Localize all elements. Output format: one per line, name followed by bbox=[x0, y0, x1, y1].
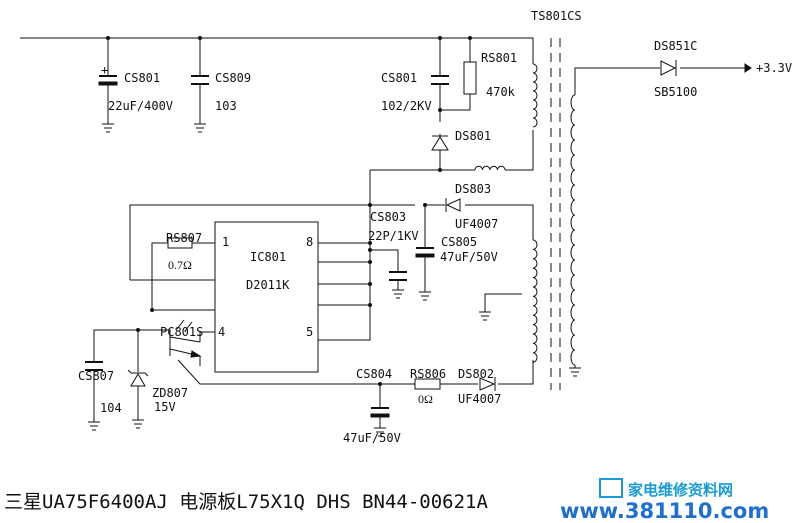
ground-icon bbox=[194, 123, 206, 133]
rs806-resistor bbox=[414, 378, 441, 390]
cs805-capacitor bbox=[415, 247, 435, 258]
transformer-core bbox=[550, 38, 561, 390]
label-cs809: CS809 bbox=[215, 71, 251, 85]
label-rs801: RS801 bbox=[481, 51, 517, 65]
label-ic801-part: D2011K bbox=[246, 278, 290, 292]
ground-icon bbox=[88, 421, 100, 431]
cs807-capacitor bbox=[85, 361, 103, 371]
watermark-logo-icon bbox=[599, 478, 623, 498]
ground-icon bbox=[569, 367, 581, 377]
ground-icon bbox=[419, 291, 431, 301]
label-pin5: 5 bbox=[306, 325, 313, 339]
label-ds801: DS801 bbox=[455, 129, 491, 143]
aux-tap-wire bbox=[484, 293, 522, 312]
opto-wire bbox=[93, 329, 215, 422]
rs807-wire bbox=[151, 242, 215, 311]
label-zd807-value: 15V bbox=[154, 400, 176, 414]
ic801-body bbox=[214, 221, 319, 373]
label-cs809-value: 103 bbox=[215, 99, 237, 113]
transformer-secondary-winding bbox=[570, 94, 576, 366]
junction-dots bbox=[106, 36, 472, 386]
label-cs801-b-value: 102/2KV bbox=[381, 99, 432, 113]
label-cs804-value: 47uF/50V bbox=[343, 431, 401, 445]
label-pin4: 4 bbox=[218, 325, 225, 339]
label-pin1: 1 bbox=[222, 235, 229, 249]
label-out-3v3: +3.3V bbox=[756, 61, 792, 75]
label-sb5100: SB5100 bbox=[654, 85, 697, 99]
top-rail-wire bbox=[20, 37, 534, 64]
label-ic801: IC801 bbox=[250, 250, 286, 264]
label-ds803: DS803 bbox=[455, 182, 491, 196]
label-pin8: 8 bbox=[306, 235, 313, 249]
label-rs801-value: 470k bbox=[486, 85, 516, 99]
ground-symbols bbox=[88, 123, 581, 437]
label-ds802: DS802 bbox=[458, 367, 494, 381]
label-cs805-value: 47uF/50V bbox=[440, 250, 498, 264]
ds803-wire bbox=[425, 204, 534, 240]
ground-icon bbox=[479, 311, 491, 321]
label-ds851c: DS851C bbox=[654, 39, 697, 53]
ground-icon bbox=[132, 419, 144, 429]
label-cs807-value: 104 bbox=[100, 401, 122, 415]
ds801-diode bbox=[431, 135, 449, 151]
rs801-resistor bbox=[463, 61, 477, 95]
label-zd807: ZD807 bbox=[152, 386, 188, 400]
label-pc801s: PC801S bbox=[160, 325, 203, 339]
ds802-diode bbox=[479, 377, 496, 391]
label-cs804: CS804 bbox=[356, 367, 392, 381]
ground-icon bbox=[374, 427, 386, 437]
pc801s-optocoupler bbox=[169, 319, 202, 358]
cs804-capacitor bbox=[370, 407, 390, 418]
label-ds802-value: UF4007 bbox=[458, 392, 501, 406]
primary-inductor bbox=[474, 165, 506, 171]
components: + bbox=[85, 36, 752, 418]
label-cs801-a-value: 22uF/400V bbox=[108, 99, 173, 113]
transformer-primary-winding bbox=[532, 63, 538, 128]
ic-right-pins-wire bbox=[318, 242, 370, 306]
label-cs807: CS807 bbox=[78, 369, 114, 383]
label-cs803-value: 22P/1KV bbox=[368, 229, 419, 243]
rs807-resistor bbox=[167, 237, 193, 249]
transformer-aux-winding bbox=[532, 239, 538, 363]
ds851c-diode bbox=[660, 60, 677, 76]
label-cs801-a: CS801 bbox=[124, 71, 160, 85]
label-ts801cs: TS801CS bbox=[531, 9, 582, 23]
label-cs803: CS803 bbox=[370, 210, 406, 224]
label-rs806: RS806 bbox=[410, 367, 446, 381]
label-cs805: CS805 bbox=[441, 235, 477, 249]
feedback-wire bbox=[177, 359, 381, 428]
rs806-wire bbox=[380, 360, 534, 385]
label-cs801-b: CS801 bbox=[381, 71, 417, 85]
ds851c-wire bbox=[574, 67, 745, 95]
watermark-line2: www.381110.com bbox=[560, 499, 769, 523]
footer-caption: 三星UA75F6400AJ 电源板L75X1Q DHS BN44-00621A bbox=[4, 491, 488, 513]
output-arrow bbox=[744, 63, 752, 73]
cs803-wire bbox=[370, 249, 399, 290]
snubber-wire bbox=[439, 38, 471, 122]
label-rs806-value: 0Ω bbox=[418, 392, 433, 406]
label-rs807: RS807 bbox=[166, 231, 202, 245]
svg-text:+: + bbox=[101, 63, 108, 77]
label-rs807-value: 0.7Ω bbox=[168, 258, 192, 272]
pin1-loop-wire bbox=[129, 204, 415, 281]
cs801-a-capacitor: + bbox=[98, 63, 118, 86]
ds803-diode bbox=[445, 198, 461, 212]
ground-icon bbox=[392, 289, 404, 299]
watermark-line1: 家电维修资料网 bbox=[628, 481, 733, 499]
cs801-b-capacitor bbox=[431, 75, 449, 85]
cs803-capacitor bbox=[389, 271, 407, 281]
watermark: 家电维修资料网 www.381110.com bbox=[560, 478, 769, 523]
label-ds803-value: UF4007 bbox=[455, 217, 498, 231]
labels: TS801CS DS851C SB5100 +3.3V CS801 22uF/4… bbox=[78, 9, 792, 445]
cs809-capacitor bbox=[191, 75, 209, 85]
zd807-zener bbox=[127, 369, 149, 387]
wires bbox=[20, 37, 745, 428]
ground-icon bbox=[102, 123, 114, 133]
